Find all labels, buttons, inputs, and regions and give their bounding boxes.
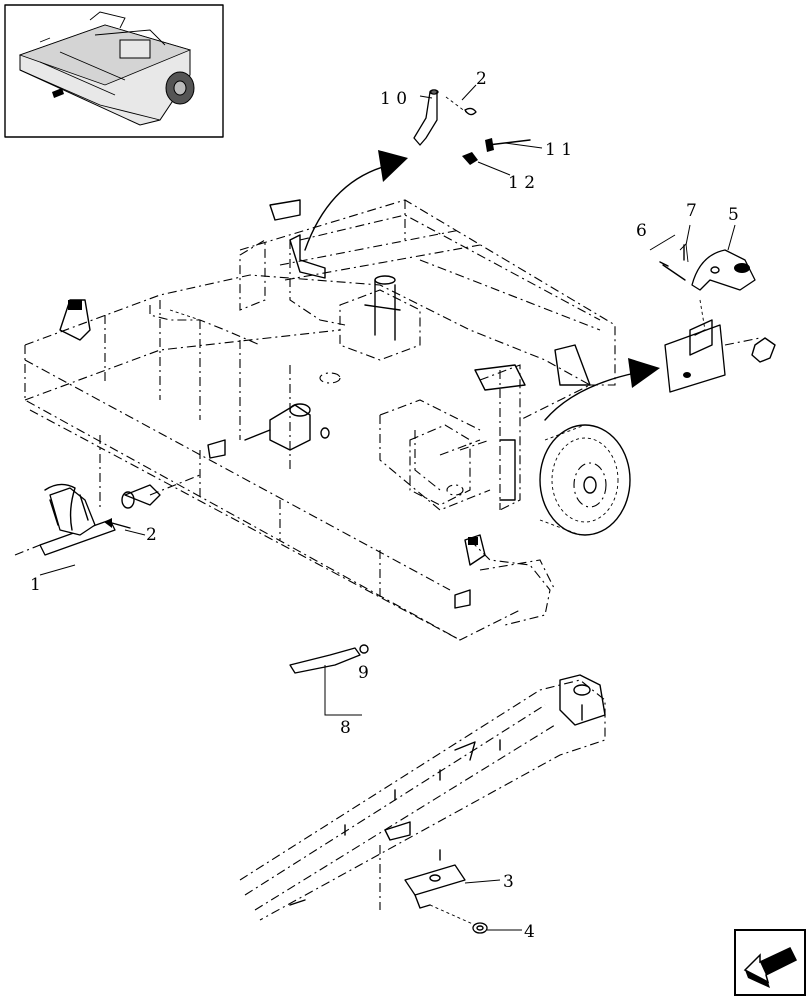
callout-2-left: 2 [146,525,157,545]
callout-8: 8 [340,718,351,738]
mower-overview-thumbnail [4,4,224,138]
wheel [539,424,631,536]
part-8-9-strap [289,644,369,716]
explode-arrow-top [304,150,408,251]
callout-2-top: 2 [476,69,487,89]
callout-6: 6 [636,221,647,241]
part-2-clip-left [104,518,131,529]
callout-labels: 1 0 2 1 1 1 2 7 5 6 2 1 9 8 3 4 [30,69,739,942]
wheel-mount-plate [664,299,776,393]
callout-11: 1 1 [545,140,572,160]
callout-7: 7 [686,201,697,221]
part-2-clip-top [464,107,477,116]
callout-5: 5 [728,205,739,225]
callout-4: 4 [524,922,535,942]
part-5-pivot-bracket [691,249,756,291]
part-1-shield-bracket [14,483,116,556]
part-7-cotter-pin [679,243,689,263]
next-page-arrow-icon[interactable] [734,929,806,996]
callout-12: 1 2 [508,173,535,193]
lower-frame-beam [239,674,606,921]
part-10-hose [413,89,471,146]
callout-10: 1 0 [380,89,407,109]
mower-deck-assembly [24,199,631,641]
part-12-nut [462,152,478,165]
part-6-pin [659,261,686,281]
explode-arrow-right [544,358,660,421]
driveshaft-coupler [121,474,201,509]
part-4-hose-clamp [429,904,488,934]
callout-leaders [39,84,736,931]
callout-3: 3 [503,872,514,892]
part-11-bolt [485,138,531,152]
part-3-plate [404,864,466,909]
callout-1: 1 [30,575,41,595]
callout-9: 9 [358,663,369,683]
